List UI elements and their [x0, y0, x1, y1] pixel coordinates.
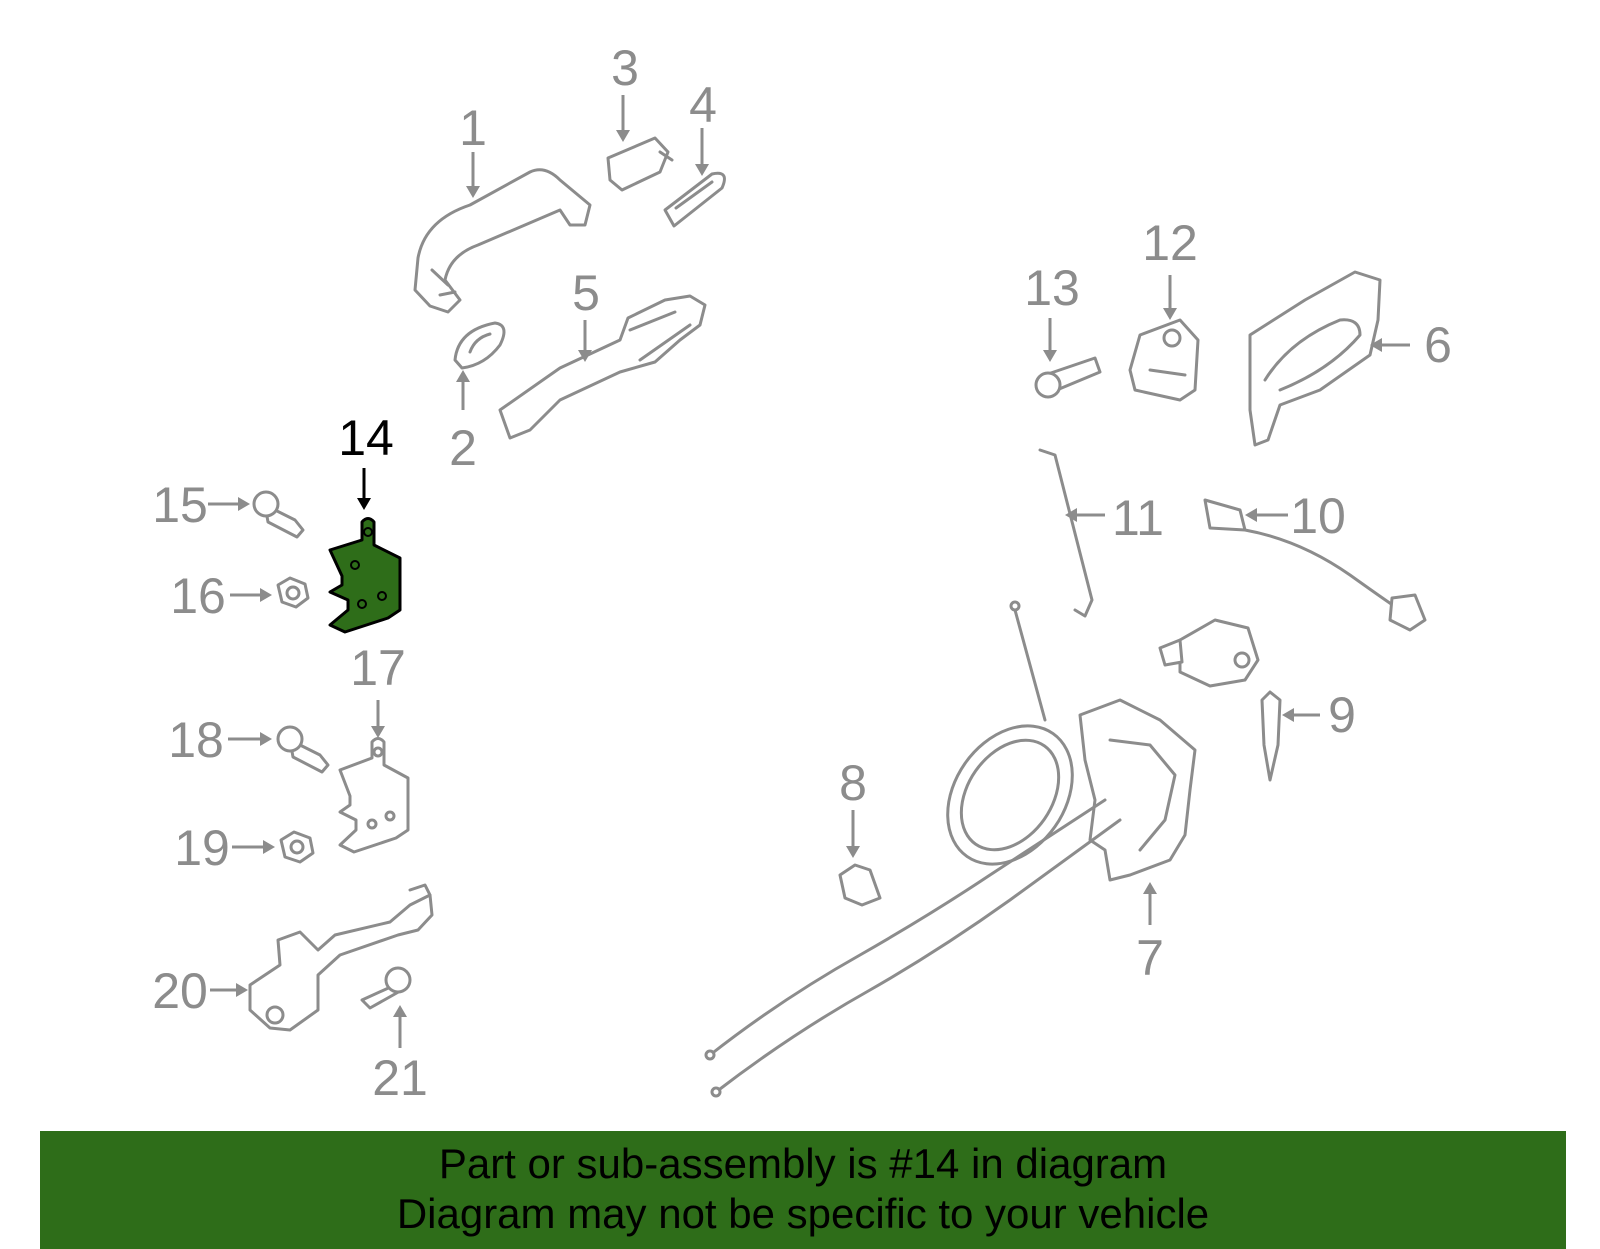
- part-2-gasket[interactable]: [453, 321, 506, 370]
- part-19-nut[interactable]: [279, 830, 315, 864]
- banner-line-2: Diagram may not be specific to your vehi…: [396, 1190, 1210, 1237]
- callout-21: 21: [372, 1050, 428, 1106]
- part-15-bolt[interactable]: [252, 490, 305, 539]
- part-5-handle-base[interactable]: [498, 294, 707, 440]
- part-12-bracket[interactable]: [1128, 318, 1200, 402]
- part-8-clip[interactable]: [838, 863, 882, 907]
- callout-19: 19: [174, 820, 230, 876]
- part-11-rod[interactable]: [1038, 448, 1094, 618]
- callout-16: 16: [170, 568, 226, 624]
- part-1-outside-handle[interactable]: [413, 168, 592, 314]
- callout-10: 10: [1290, 488, 1346, 544]
- callout-1: 1: [459, 100, 487, 156]
- callout-15: 15: [152, 477, 208, 533]
- part-16-nut[interactable]: [276, 576, 310, 609]
- info-banner: Part or sub-assembly is #14 in diagram D…: [40, 1131, 1566, 1249]
- part-3-cap[interactable]: [606, 136, 674, 192]
- part-21-bolt[interactable]: [360, 966, 412, 1010]
- callout-12: 12: [1142, 215, 1198, 271]
- part-9-key-cylinder[interactable]: [1158, 618, 1282, 782]
- release-cables: [704, 600, 1122, 1098]
- part-20-door-check[interactable]: [248, 883, 434, 1032]
- callout-18: 18: [168, 712, 224, 768]
- callout-2: 2: [449, 420, 477, 476]
- part-14-bracket-highlighted[interactable]: [328, 517, 402, 634]
- part-10-harness[interactable]: [1203, 498, 1427, 632]
- banner-line-1: Part or sub-assembly is #14 in diagram: [438, 1140, 1168, 1187]
- part-4-seal[interactable]: [663, 171, 726, 228]
- callout-5: 5: [572, 265, 600, 321]
- part-7-lock-actuator[interactable]: [922, 698, 1197, 888]
- callout-8: 8: [839, 755, 867, 811]
- callout-4: 4: [689, 77, 717, 133]
- callout-7: 7: [1136, 930, 1164, 986]
- part-6-inside-handle[interactable]: [1248, 270, 1382, 447]
- callout-11: 11: [1112, 490, 1164, 546]
- part-13-bolt[interactable]: [1034, 356, 1102, 399]
- callout-13: 13: [1024, 260, 1080, 316]
- callout-9: 9: [1328, 687, 1356, 743]
- callout-3: 3: [611, 40, 639, 96]
- callout-6: 6: [1424, 317, 1452, 373]
- callout-17: 17: [350, 640, 406, 696]
- parts-diagram: 1 2 3 4 5 6 7 8 9 10 11 12 13 14 15 16 1…: [152, 40, 1452, 1106]
- leader-arrows: [208, 95, 1410, 1048]
- callout-14: 14: [338, 410, 394, 466]
- part-17-bracket[interactable]: [338, 737, 410, 854]
- part-18-bolt[interactable]: [276, 725, 330, 774]
- callout-20: 20: [152, 963, 208, 1019]
